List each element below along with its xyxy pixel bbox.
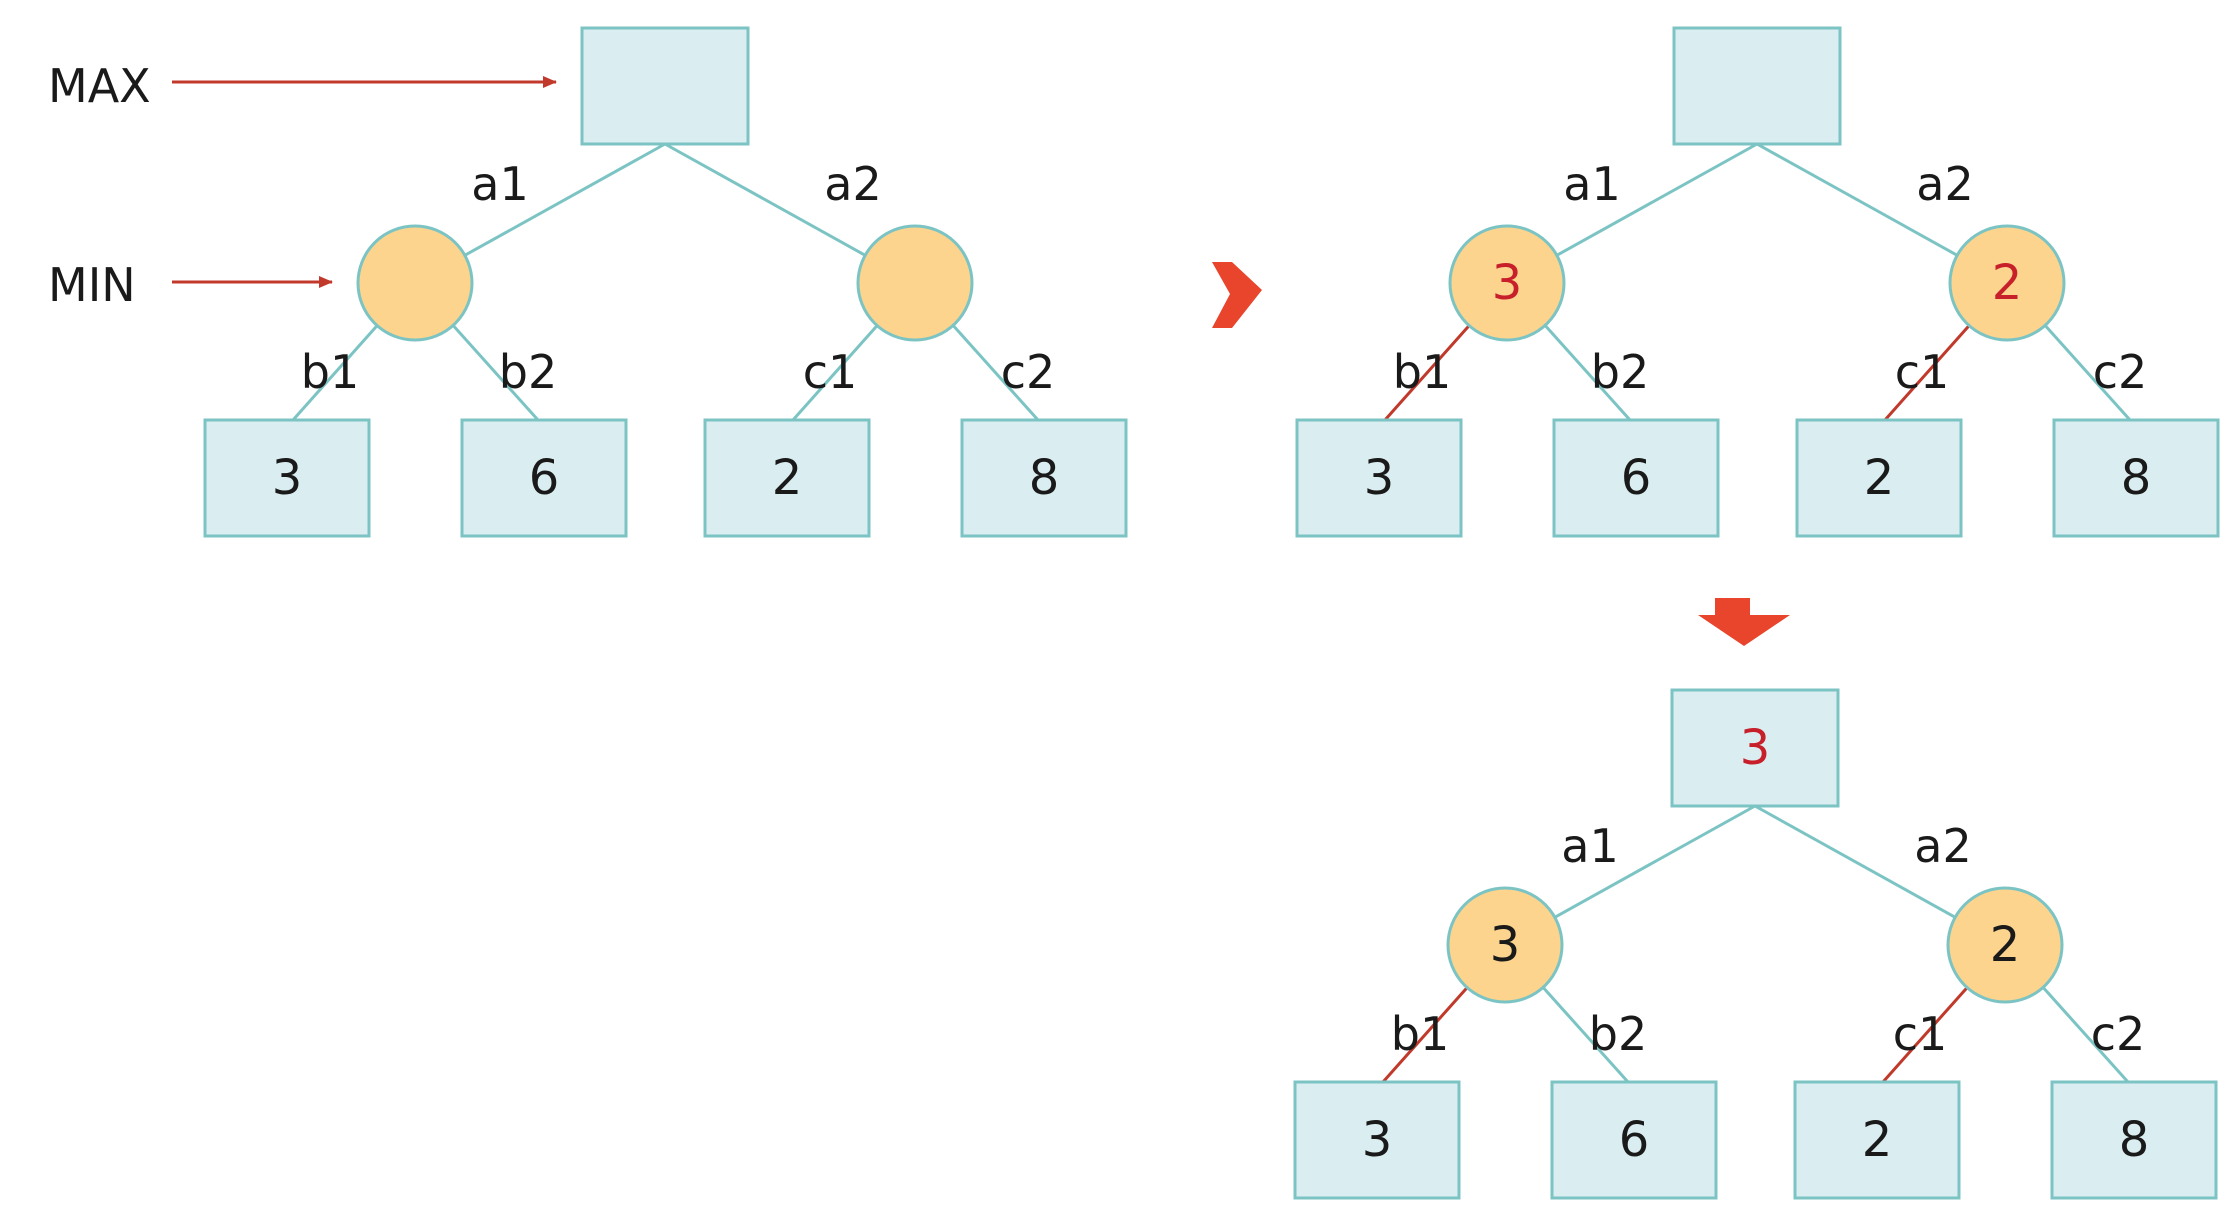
leaf-value-c1: 2 (1864, 450, 1895, 506)
edge-label-b1: b1 (1393, 345, 1451, 399)
leaf-node-b2 (460, 418, 628, 538)
edge-b2 (451, 324, 540, 422)
leaf-node-c2 (2050, 1080, 2218, 1200)
right-step-arrow (1212, 262, 1262, 328)
leaf-value-b2: 6 (529, 450, 560, 506)
max-root-node (1670, 688, 1840, 808)
edge-label-a1: a1 (1563, 157, 1620, 211)
edge-label-c2: c2 (1001, 345, 1056, 399)
edge-label-b2: b2 (499, 345, 557, 399)
edge-a2 (1756, 142, 1958, 257)
edge-label-b2: b2 (1589, 1007, 1647, 1061)
edge-label-c1: c1 (1893, 1007, 1948, 1061)
edge-label-c2: c2 (2091, 1007, 2146, 1061)
leaf-node-c1 (1793, 1080, 1961, 1200)
edge-label-a2: a2 (1916, 157, 1973, 211)
max-root-node (580, 26, 750, 146)
leaf-value-b2: 6 (1621, 450, 1652, 506)
leaf-value-c1: 2 (1862, 1112, 1893, 1168)
tree-initial: a1 b1 3 b2 6 a2 c12 c2 8 (203, 26, 1128, 538)
edge-c2 (2041, 986, 2130, 1084)
edge-label-c1: c1 (803, 345, 858, 399)
edge-c1 (1883, 324, 1971, 421)
leaf-node-c1 (703, 418, 871, 538)
leaf-node-b1 (1293, 1080, 1461, 1200)
edge-label-b1: b1 (301, 345, 359, 399)
edge-a2 (1754, 804, 1956, 919)
edge-a1 (1556, 142, 1758, 257)
leaf-value-c2: 8 (2119, 1112, 2150, 1168)
leaf-value-c1: 2 (772, 450, 803, 506)
edge-label-a2: a2 (1914, 819, 1971, 873)
edge-c2 (951, 324, 1040, 422)
leaf-node-b1 (203, 418, 371, 538)
leaf-node-b2 (1550, 1080, 1718, 1200)
min-value-a1: 3 (1490, 917, 1521, 973)
leaf-value-b2: 6 (1619, 1112, 1650, 1168)
edge-a1 (464, 142, 666, 257)
min-value-a1: 3 (1492, 255, 1523, 311)
down-step-arrow (1698, 598, 1790, 646)
edge-label-c1: c1 (1895, 345, 1950, 399)
edge-label-b1: b1 (1391, 1007, 1449, 1061)
min-value-a2: 2 (1992, 255, 2023, 311)
edge-label-b2: b2 (1591, 345, 1649, 399)
edge-b1 (1383, 324, 1471, 421)
leaf-value-c2: 8 (2121, 450, 2152, 506)
min-node-a1 (1448, 224, 1566, 342)
max-root-value: 3 (1740, 720, 1771, 776)
leaf-value-c2: 8 (1029, 450, 1060, 506)
edge-label-c2: c2 (2093, 345, 2148, 399)
leaf-node-c1 (1795, 418, 1963, 538)
edge-a1 (1554, 804, 1756, 919)
min-label: MIN (48, 258, 136, 312)
leaf-node-b1 (1295, 418, 1463, 538)
min-value-a2: 2 (1990, 917, 2021, 973)
min-node-a1 (1446, 886, 1564, 1004)
leaf-node-c2 (960, 418, 1128, 538)
leaf-value-b1: 3 (1364, 450, 1395, 506)
edge-c1 (1881, 986, 1969, 1083)
edge-c2 (2043, 324, 2132, 422)
edge-a2 (664, 142, 866, 257)
edge-label-a1: a1 (471, 157, 528, 211)
min-node-a1 (356, 224, 474, 342)
min-node-a2 (856, 224, 974, 342)
leaf-node-b2 (1552, 418, 1720, 538)
edge-b2 (1543, 324, 1632, 422)
min-node-a2 (1948, 224, 2066, 342)
min-node-a2 (1946, 886, 2064, 1004)
leaf-value-b1: 3 (272, 450, 303, 506)
max-root-node (1672, 26, 1842, 146)
leaf-value-b1: 3 (1362, 1112, 1393, 1168)
edge-b1 (291, 324, 379, 421)
edge-b1 (1381, 986, 1469, 1083)
edge-label-a1: a1 (1561, 819, 1618, 873)
leaf-node-c2 (2052, 418, 2220, 538)
edge-b2 (1541, 986, 1630, 1084)
max-label: MAX (48, 59, 151, 113)
edge-label-a2: a2 (824, 157, 881, 211)
edge-c1 (791, 324, 879, 421)
